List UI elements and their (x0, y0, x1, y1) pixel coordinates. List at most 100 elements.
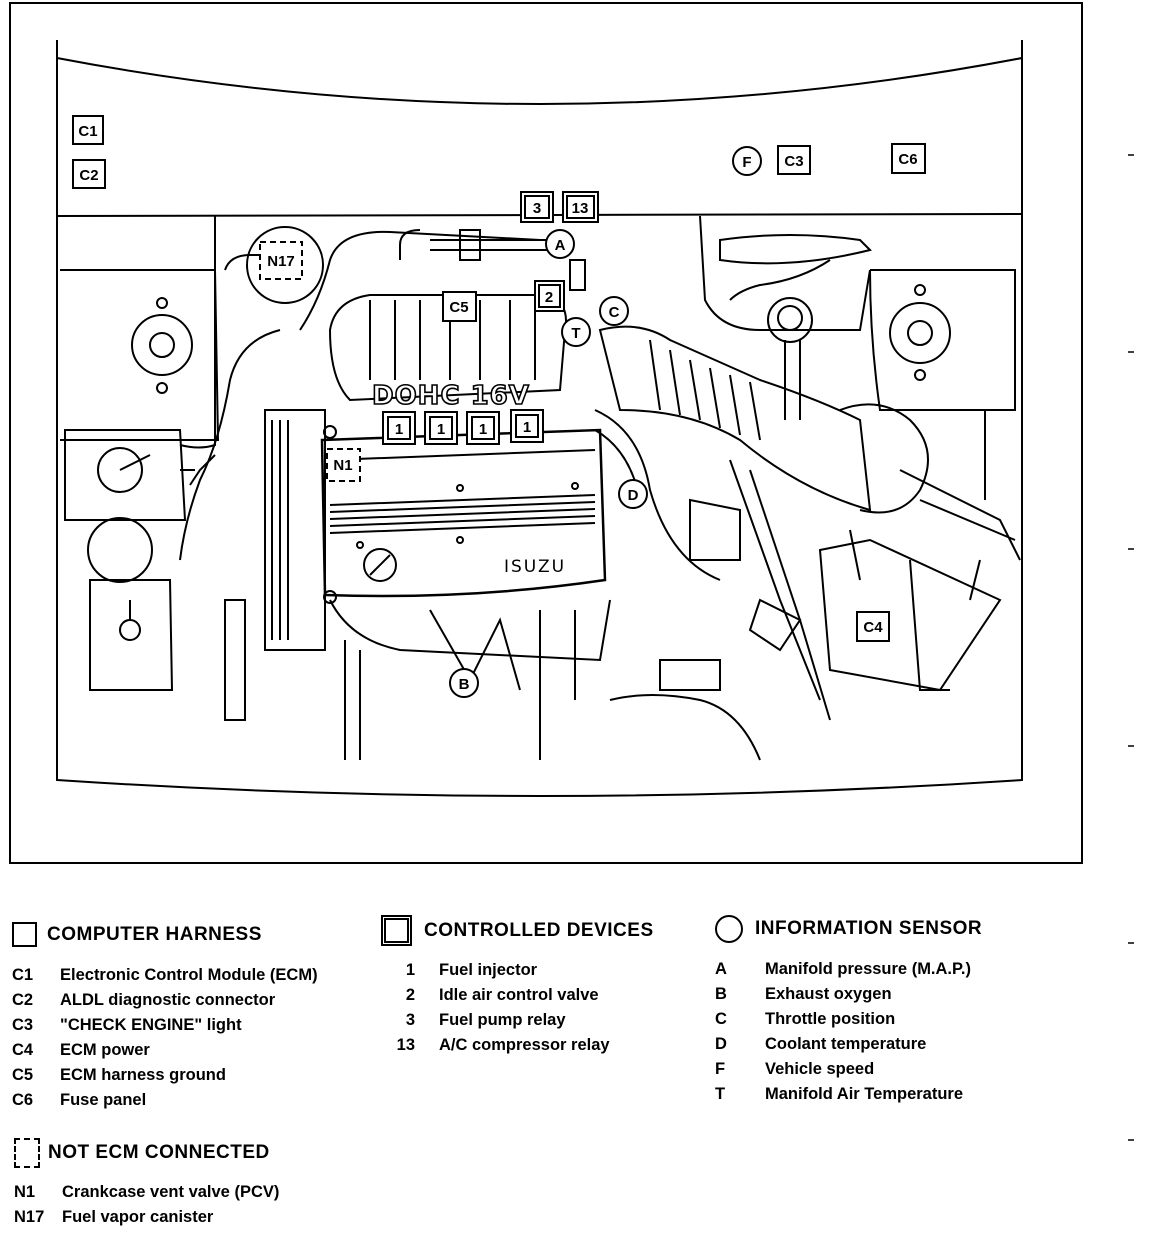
svg-text:1: 1 (479, 421, 487, 438)
item-label: Idle air control valve (439, 986, 599, 1004)
svg-text:T: T (571, 325, 580, 342)
label-injector-1b: 1 (424, 411, 458, 445)
svg-text:N1: N1 (333, 457, 352, 474)
list-item: B Exhaust oxygen (715, 982, 1045, 1007)
double-square-symbol-icon (381, 915, 412, 946)
svg-text:D: D (628, 487, 639, 504)
label-injector-1c: 1 (466, 411, 500, 445)
diagram-frame (9, 2, 1083, 864)
legend-title: COMPUTER HARNESS (47, 923, 262, 945)
svg-text:C: C (609, 304, 620, 321)
item-label: Exhaust oxygen (765, 985, 892, 1003)
item-code: N17 (14, 1208, 45, 1226)
svg-text:B: B (459, 676, 470, 693)
svg-text:C2: C2 (79, 167, 98, 184)
label-N17: N17 (259, 241, 303, 280)
item-code: 2 (405, 986, 415, 1004)
item-label: Crankcase vent valve (PCV) (62, 1183, 280, 1201)
engine-brand-text: ISUZU (504, 557, 566, 577)
label-C2: C2 (72, 159, 106, 189)
svg-text:C4: C4 (863, 619, 883, 636)
item-label: Electronic Control Module (ECM) (60, 966, 318, 984)
label-device-2: 2 (534, 280, 565, 312)
item-code: B (715, 985, 727, 1003)
label-device-3: 3 (520, 191, 554, 223)
legend-title: NOT ECM CONNECTED (48, 1142, 270, 1163)
item-label: Fuel pump relay (439, 1011, 566, 1029)
legend-items: N1 Crankcase vent valve (PCV) N17 Fuel vap… (14, 1180, 374, 1230)
item-label: ECM harness ground (60, 1066, 226, 1084)
label-C6: C6 (891, 143, 926, 174)
item-code: C4 (12, 1041, 34, 1059)
item-code: A (715, 960, 727, 978)
item-code: C5 (12, 1066, 34, 1084)
item-label: Fuse panel (60, 1091, 147, 1109)
item-label: ALDL diagnostic connector (60, 991, 276, 1009)
legend-not-ecm-connected: NOT ECM CONNECTED N1 Crankcase vent valve… (14, 1138, 374, 1230)
svg-text:C3: C3 (784, 153, 803, 170)
dashed-square-symbol-icon (14, 1138, 40, 1168)
svg-text:F: F (742, 154, 751, 171)
item-code: 3 (405, 1011, 415, 1029)
svg-text:1: 1 (523, 419, 531, 436)
item-label: Throttle position (765, 1010, 896, 1028)
legend-computer-harness-header: COMPUTER HARNESS (12, 922, 372, 947)
item-code: N1 (14, 1183, 36, 1201)
svg-text:2: 2 (545, 289, 553, 306)
list-item: A Manifold pressure (M.A.P.) (715, 957, 1045, 982)
svg-text:3: 3 (533, 200, 541, 217)
legend-not-ecm-connected-header: NOT ECM CONNECTED (14, 1138, 374, 1168)
legend-items: 1 Fuel injector 2 Idle air control valve 3… (381, 958, 701, 1058)
legend-information-sensor: INFORMATION SENSOR A Manifold pressure (M… (715, 915, 1045, 1107)
square-symbol-icon (12, 922, 37, 947)
label-sensor-A: A (545, 229, 575, 259)
label-device-13: 13 (562, 191, 599, 223)
item-code: 1 (405, 961, 415, 979)
item-code: T (715, 1085, 726, 1103)
list-item: D Coolant temperature (715, 1032, 1045, 1057)
list-item: N17 Fuel vapor canister (14, 1205, 374, 1230)
item-code: F (715, 1060, 726, 1078)
legend-items: A Manifold pressure (M.A.P.) B Exhaust oxy… (715, 957, 1045, 1107)
label-N1: N1 (326, 448, 361, 482)
label-sensor-T: T (561, 317, 591, 347)
engine-compartment-diagram (9, 2, 1083, 864)
svg-text:C1: C1 (78, 123, 97, 140)
circle-symbol-icon (715, 915, 743, 943)
list-item: C5 ECM harness ground (12, 1063, 372, 1088)
item-code: D (715, 1035, 727, 1053)
list-item: C6 Fuse panel (12, 1088, 372, 1113)
item-label: Fuel vapor canister (62, 1208, 214, 1226)
diagram-labels: C1 C2 C3 C6 C5 C4 3 13 2 1 (72, 115, 926, 698)
legend-information-sensor-header: INFORMATION SENSOR (715, 915, 1045, 943)
label-sensor-F: F (732, 146, 762, 176)
item-label: Manifold pressure (M.A.P.) (765, 960, 971, 978)
item-label: A/C compressor relay (439, 1036, 610, 1054)
label-injector-1a: 1 (382, 411, 416, 445)
item-code: C2 (12, 991, 34, 1009)
svg-text:1: 1 (437, 421, 445, 438)
list-item: 2 Idle air control valve (381, 983, 701, 1008)
item-code: 13 (396, 1036, 415, 1054)
list-item: 3 Fuel pump relay (381, 1008, 701, 1033)
svg-text:13: 13 (572, 200, 589, 217)
engine-dohc-text: DOHC 16V (372, 381, 530, 411)
item-code: C6 (12, 1091, 34, 1109)
item-code: C (715, 1010, 727, 1028)
label-C4: C4 (856, 611, 890, 642)
legend-title: INFORMATION SENSOR (755, 918, 983, 939)
legend-title: CONTROLLED DEVICES (424, 919, 654, 941)
item-label: Coolant temperature (765, 1035, 927, 1053)
item-label: Fuel injector (439, 961, 538, 979)
list-item: C Throttle position (715, 1007, 1045, 1032)
list-item: 1 Fuel injector (381, 958, 701, 983)
item-code: C3 (12, 1016, 34, 1034)
list-item: C2 ALDL diagnostic connector (12, 988, 372, 1013)
list-item: 13 A/C compressor relay (381, 1033, 701, 1058)
svg-text:1: 1 (395, 421, 403, 438)
